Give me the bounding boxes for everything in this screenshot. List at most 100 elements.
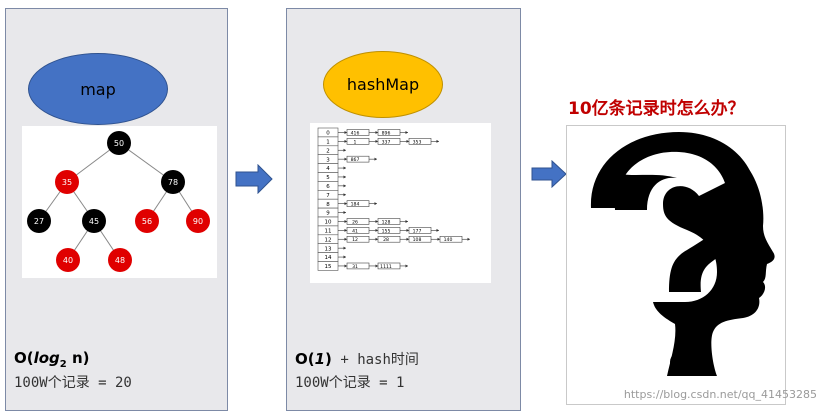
chain-node bbox=[346, 227, 370, 234]
link-arrowhead bbox=[344, 139, 347, 143]
tree-node-label: 78 bbox=[168, 178, 178, 187]
tree-node-label: 27 bbox=[34, 217, 44, 226]
chain-node-value: 353 bbox=[413, 139, 422, 145]
link-arrowhead bbox=[343, 193, 346, 197]
chain-node-value: 337 bbox=[382, 139, 391, 145]
tree-node-label: 90 bbox=[193, 217, 203, 226]
map-complexity: O(log2 n) bbox=[14, 349, 90, 370]
chain-node-value: 1111 bbox=[380, 264, 392, 270]
link-arrowhead bbox=[375, 219, 378, 223]
bucket-index: 2 bbox=[326, 148, 330, 154]
hashmap-record-count: 100W个记录 = 1 bbox=[295, 375, 405, 391]
chain-node-value: 12 bbox=[352, 237, 358, 243]
chain-node bbox=[377, 236, 401, 243]
bucket-index: 8 bbox=[326, 202, 330, 208]
arrow-right-icon bbox=[531, 160, 567, 188]
tree-node bbox=[186, 209, 210, 233]
link-arrowhead bbox=[467, 237, 470, 241]
link-arrowhead bbox=[343, 175, 346, 179]
chain-node-value: 28 bbox=[383, 237, 389, 243]
tree-node bbox=[56, 248, 80, 272]
question-box bbox=[566, 125, 786, 405]
question-head-icon bbox=[590, 132, 775, 376]
chain-node-value: 128 bbox=[382, 219, 391, 225]
hashmap-complexity: O(1) + hash时间 bbox=[295, 350, 419, 368]
tree-node bbox=[135, 209, 159, 233]
bucket-index: 7 bbox=[326, 193, 330, 199]
chain-node-value: 31 bbox=[352, 264, 358, 270]
chain-node bbox=[346, 262, 370, 270]
link-arrowhead bbox=[343, 211, 346, 215]
chain-node-value: 184 bbox=[351, 202, 360, 208]
tree-node bbox=[108, 248, 132, 272]
tree-node-label: 48 bbox=[115, 256, 125, 265]
bucket-index: 3 bbox=[326, 157, 330, 163]
chain-node-value: 896 bbox=[382, 130, 391, 136]
bucket-index: 4 bbox=[326, 166, 330, 172]
link-arrowhead bbox=[374, 157, 377, 161]
map-record-count: 100W个记录 = 20 bbox=[14, 375, 132, 391]
map-label: map bbox=[80, 79, 116, 99]
tree-node bbox=[27, 209, 51, 233]
tree-node-label: 40 bbox=[63, 256, 73, 265]
chain-node-value: 867 bbox=[351, 157, 360, 163]
chain-node-value: 155 bbox=[382, 228, 391, 234]
bucket-index: 1 bbox=[326, 140, 330, 146]
chain-node-value: 416 bbox=[351, 130, 360, 136]
link-arrowhead bbox=[405, 264, 408, 268]
link-arrowhead bbox=[344, 237, 347, 241]
bucket-index: 12 bbox=[325, 237, 332, 243]
link-arrowhead bbox=[344, 219, 347, 223]
chain-node-value: 140 bbox=[444, 237, 453, 243]
tree-node-label: 50 bbox=[114, 139, 124, 148]
chain-node-value: 108 bbox=[413, 237, 422, 243]
arrow-right-icon bbox=[235, 164, 273, 194]
watermark: https://blog.csdn.net/qq_41453285 bbox=[623, 388, 817, 401]
link-arrowhead bbox=[343, 184, 346, 188]
link-arrowhead bbox=[405, 219, 408, 223]
bucket-index: 14 bbox=[325, 255, 332, 261]
link-arrowhead bbox=[343, 166, 346, 170]
link-arrowhead bbox=[343, 255, 346, 259]
bucket-index: 6 bbox=[326, 184, 330, 190]
link-arrowhead bbox=[344, 202, 347, 206]
question-title: 10亿条记录时怎么办？ bbox=[568, 99, 745, 119]
tree-node bbox=[161, 170, 185, 194]
bucket-index: 9 bbox=[326, 211, 330, 217]
tree-node bbox=[107, 131, 131, 155]
bucket-index: 13 bbox=[325, 246, 332, 252]
link-arrowhead bbox=[344, 228, 347, 232]
link-arrowhead bbox=[375, 264, 378, 268]
link-arrowhead bbox=[406, 237, 409, 241]
link-arrowhead bbox=[343, 246, 346, 250]
chain-node-value: 26 bbox=[352, 219, 358, 225]
chain-node bbox=[346, 236, 370, 243]
link-arrowhead bbox=[343, 148, 346, 152]
link-arrowhead bbox=[375, 139, 378, 143]
link-arrowhead bbox=[437, 237, 440, 241]
tree-node-label: 56 bbox=[142, 217, 152, 226]
hashmap-label: hashMap bbox=[346, 75, 420, 94]
bucket-index: 10 bbox=[325, 220, 332, 226]
link-arrowhead bbox=[374, 202, 377, 206]
bucket-index: 11 bbox=[325, 229, 332, 235]
bucket-index: 15 bbox=[325, 264, 332, 270]
hashmap-ellipse: hashMap bbox=[323, 51, 443, 118]
link-arrowhead bbox=[436, 139, 439, 143]
link-arrowhead bbox=[406, 139, 409, 143]
chain-node-value: 1 bbox=[354, 139, 357, 145]
chain-node bbox=[346, 218, 370, 225]
link-arrowhead bbox=[344, 264, 347, 268]
link-arrowhead bbox=[375, 130, 378, 134]
bucket-index: 5 bbox=[326, 175, 330, 181]
tree-node bbox=[82, 209, 106, 233]
tree-node bbox=[55, 170, 79, 194]
map-ellipse: map bbox=[28, 53, 168, 125]
chain-node-value: 41 bbox=[352, 228, 358, 234]
link-arrowhead bbox=[344, 157, 347, 161]
tree-node-label: 45 bbox=[89, 217, 99, 226]
